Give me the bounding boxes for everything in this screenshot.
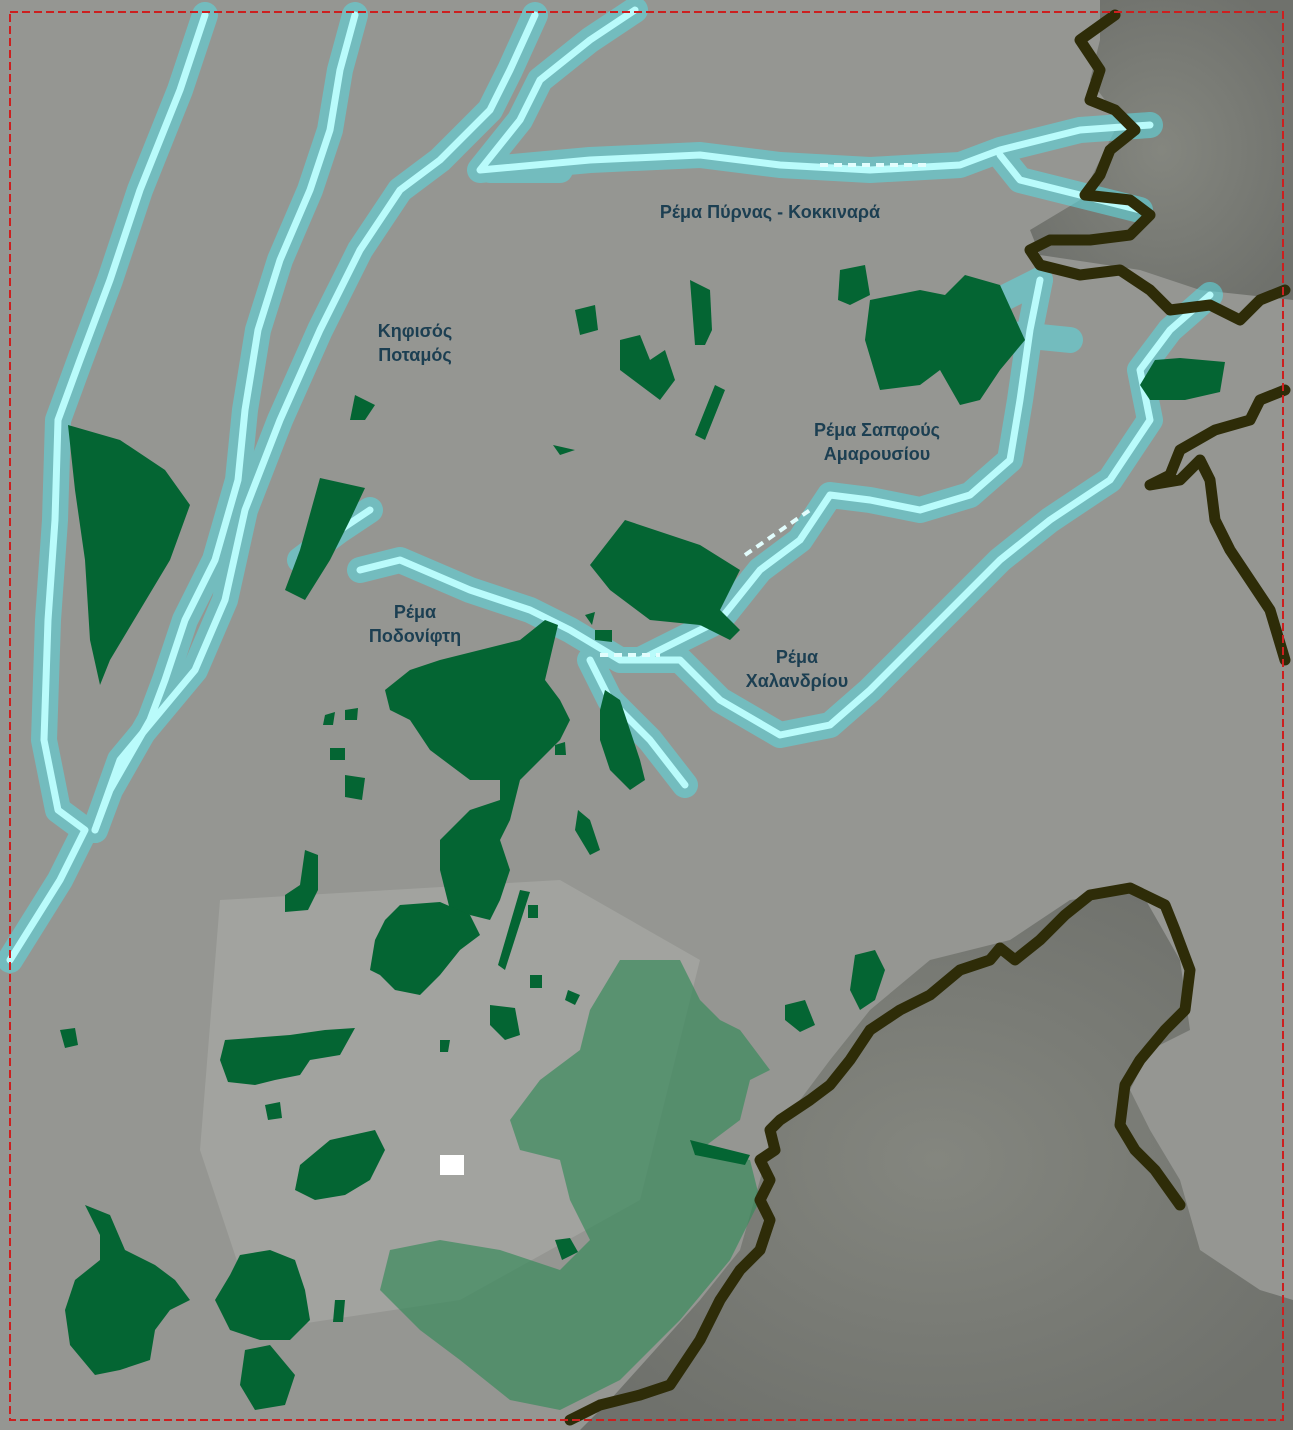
- park-north-center: [620, 335, 675, 400]
- park-tiny-7: [330, 748, 345, 760]
- map-labels: Ρέμα Πύρνας - Κοκκιναρά Κηφισός Ποταμός …: [369, 202, 940, 691]
- park-small-3: [553, 445, 575, 455]
- park-small-6: [490, 1005, 520, 1040]
- white-marker: [440, 1155, 464, 1175]
- park-southwest-1: [65, 1205, 190, 1375]
- label-pyrnas: Ρέμα Πύρνας - Κοκκιναρά: [660, 202, 880, 222]
- park-kifisos-strip: [285, 478, 365, 600]
- park-small-2: [575, 305, 598, 335]
- park-tiny-10: [565, 990, 580, 1005]
- penteli-boundary: [1024, 9, 1291, 326]
- label-podonifti-line2: Ποδονίφτη: [369, 626, 461, 646]
- label-chalandri-line2: Χαλανδρίου: [746, 671, 848, 691]
- podonifti-branch: [586, 656, 689, 789]
- hymettus-boundary: [564, 882, 1196, 1426]
- label-sapfous-line2: Αμαρουσίου: [824, 444, 930, 464]
- park-tourkovounia: [838, 265, 870, 305]
- park-small-13: [555, 1238, 578, 1260]
- park-east-edge: [1140, 358, 1225, 400]
- east-boundary: [1144, 384, 1291, 666]
- park-small-10: [850, 950, 885, 1010]
- light-urban-south: [200, 880, 700, 1330]
- park-small-5: [285, 850, 318, 912]
- chalandri-stream: [356, 291, 1214, 739]
- park-center-hexagon: [590, 520, 740, 640]
- label-sapfous-line1: Ρέμα Σαπφούς: [814, 420, 940, 440]
- mountain-boundaries: [564, 9, 1291, 1426]
- green-spaces: [60, 265, 1225, 1410]
- park-west-central: [220, 1028, 355, 1085]
- park-tiny-9: [530, 975, 542, 988]
- label-podonifti-line1: Ρέμα: [394, 602, 436, 622]
- stream-network: [6, 6, 1214, 964]
- stream-underground: [600, 163, 930, 657]
- park-small-9: [295, 1130, 385, 1200]
- park-tiny-1: [585, 612, 595, 625]
- park-small-4: [345, 775, 365, 800]
- park-tiny-12: [785, 1000, 815, 1032]
- label-kifisos-line1: Κηφισός: [378, 321, 453, 341]
- park-small-1: [350, 395, 375, 420]
- sapfous-stream: [636, 276, 1044, 664]
- label-chalandri-line1: Ρέμα: [776, 647, 818, 667]
- park-east-spur: [690, 1140, 750, 1165]
- park-small-8: [440, 1040, 450, 1052]
- park-tiny-4: [575, 810, 600, 855]
- park-southwest-2: [215, 1250, 310, 1340]
- park-tiny-2: [595, 630, 612, 642]
- park-tiny-11: [265, 1102, 282, 1120]
- park-small-12: [240, 1345, 295, 1410]
- kifisos-river: [6, 11, 209, 964]
- pyrnas-stream: [476, 6, 1154, 174]
- park-west-triangle: [68, 425, 190, 685]
- park-small-11: [333, 1300, 345, 1322]
- park-lycabettus: [370, 902, 480, 995]
- large-park-goudi: [380, 960, 770, 1410]
- park-strip-south: [498, 890, 530, 970]
- park-central-large: [385, 620, 570, 920]
- park-tiny-6: [345, 708, 358, 720]
- kifisos-branch-1: [91, 11, 359, 834]
- park-narrow-2: [695, 385, 725, 440]
- park-tiny-8: [528, 905, 538, 918]
- kifisos-branch-2: [91, 11, 539, 834]
- park-tiny-5: [323, 712, 335, 725]
- label-kifisos-line2: Ποταμός: [378, 345, 451, 365]
- map-frame: [9, 11, 1284, 1421]
- park-large-ne: [865, 275, 1025, 405]
- park-small-7: [60, 1028, 78, 1048]
- park-tiny-3: [555, 742, 566, 755]
- park-narrow-1: [690, 280, 712, 345]
- park-stream-side: [600, 690, 645, 790]
- mountain-hymettus: [580, 890, 1293, 1430]
